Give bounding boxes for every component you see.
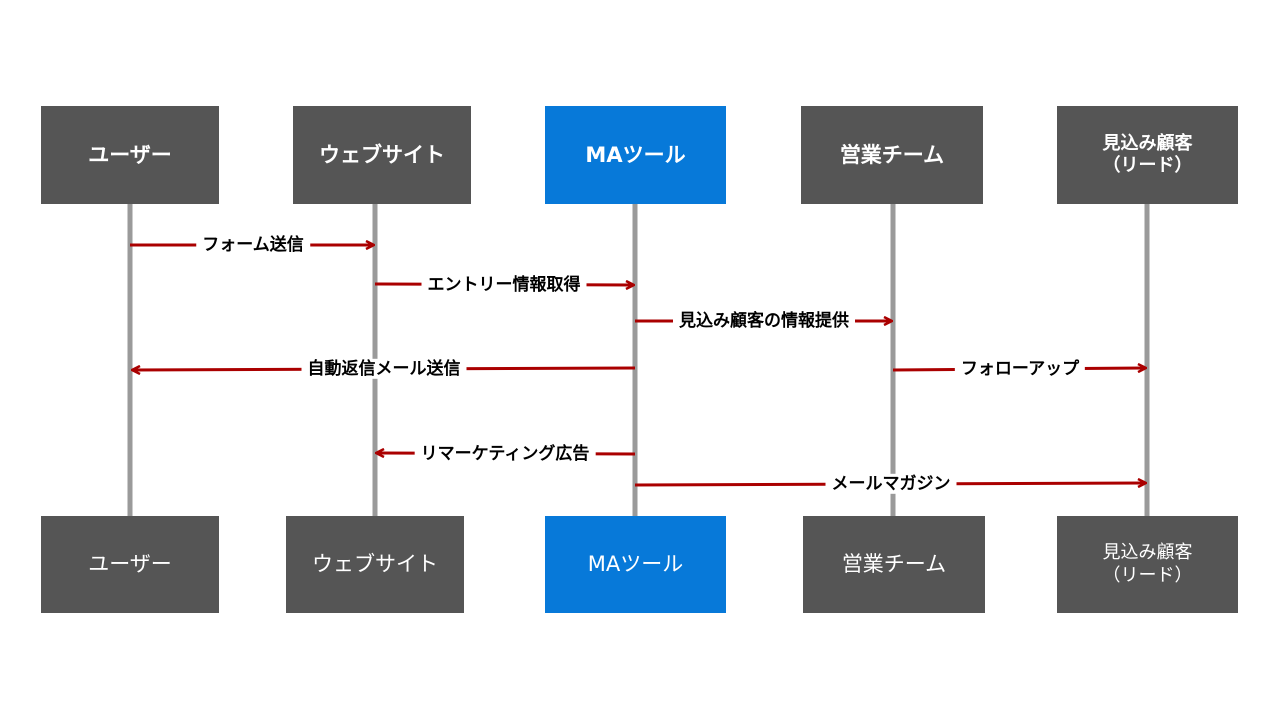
message-label-follow-up: フォローアップ	[954, 358, 1086, 380]
message-label-form-submit: フォーム送信	[196, 234, 310, 256]
message-label-auto-reply: 自動返信メール送信	[301, 358, 467, 380]
participant-box-top-ma: MAツール	[545, 106, 726, 204]
message-label-remarketing: リマーケティング広告	[414, 443, 596, 465]
participant-box-top-website: ウェブサイト	[293, 106, 471, 204]
participant-box-top-sales: 営業チーム	[801, 106, 983, 204]
participant-box-bottom-ma: MAツール	[545, 516, 726, 613]
participant-box-bottom-website: ウェブサイト	[286, 516, 464, 613]
message-label-entry-info: エントリー情報取得	[421, 274, 587, 296]
participant-box-bottom-user: ユーザー	[41, 516, 219, 613]
participant-box-bottom-lead: 見込み顧客 （リード）	[1057, 516, 1238, 613]
participant-box-bottom-sales: 営業チーム	[803, 516, 985, 613]
participant-box-top-user: ユーザー	[41, 106, 219, 204]
participant-box-top-lead: 見込み顧客 （リード）	[1057, 106, 1238, 204]
message-label-newsletter: メールマガジン	[825, 473, 957, 495]
message-label-lead-info: 見込み顧客の情報提供	[673, 310, 855, 332]
